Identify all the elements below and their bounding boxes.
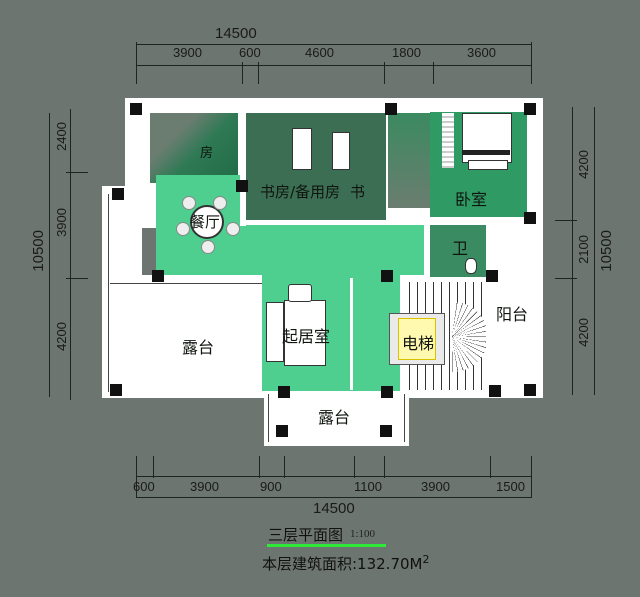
room-label-study: 书房/备用房	[260, 183, 341, 201]
dim-left-total: 10500	[30, 230, 47, 272]
dim-top-seg-2: 600	[239, 45, 261, 60]
dim-bottom-seg-5: 3900	[421, 479, 450, 494]
dim-left-seg-1: 2400	[54, 122, 69, 151]
dining-table	[190, 205, 224, 239]
room-label-bedroom: 卧室	[455, 190, 488, 209]
room-label-elevator: 电梯	[402, 334, 435, 353]
dim-bottom-seg-4: 1100	[354, 479, 382, 494]
dim-top-seg-3: 4600	[305, 45, 334, 60]
dim-bottom-seg-2: 3900	[190, 479, 219, 494]
room-study	[246, 113, 386, 223]
plan-scale: 1:100	[350, 528, 376, 540]
dim-bottom-seg-6: 1500	[496, 479, 525, 494]
dim-bottom-seg-1: 600	[133, 479, 155, 494]
plan-title: 三层平面图	[268, 526, 344, 544]
dim-bottom-total: 14500	[313, 500, 355, 517]
dim-top-total: 14500	[215, 25, 257, 42]
dim-left-seg-3: 4200	[54, 322, 69, 351]
dim-bottom-seg-3: 900	[260, 479, 282, 494]
room-label-living: 起居室	[282, 327, 331, 346]
dim-top-seg-5: 3600	[467, 45, 496, 60]
dim-top-seg-4: 1800	[392, 45, 421, 60]
dim-left-seg-2: 3900	[54, 208, 69, 237]
dim-top-seg-1: 3900	[173, 45, 202, 60]
title-underline	[267, 544, 386, 547]
dim-right-seg-2: 2100	[576, 235, 591, 264]
room-label-terrace-bottom: 露台	[318, 408, 351, 427]
area-label: 本层建筑面积:132.70M2	[262, 553, 430, 573]
room-label-dining: 餐厅	[190, 213, 221, 231]
dim-right-seg-3: 4200	[576, 318, 591, 347]
room-label-study-suffix: 书	[350, 183, 366, 201]
room-label-terrace-left: 露台	[182, 338, 215, 357]
dim-right-total: 10500	[598, 230, 615, 272]
room-label-bathroom: 卫	[452, 239, 469, 258]
dim-right-seg-1: 4200	[576, 150, 591, 179]
room-label-kitchen: 房	[200, 146, 214, 161]
room-kitchen	[150, 113, 238, 183]
room-label-balcony: 阳台	[496, 305, 529, 324]
